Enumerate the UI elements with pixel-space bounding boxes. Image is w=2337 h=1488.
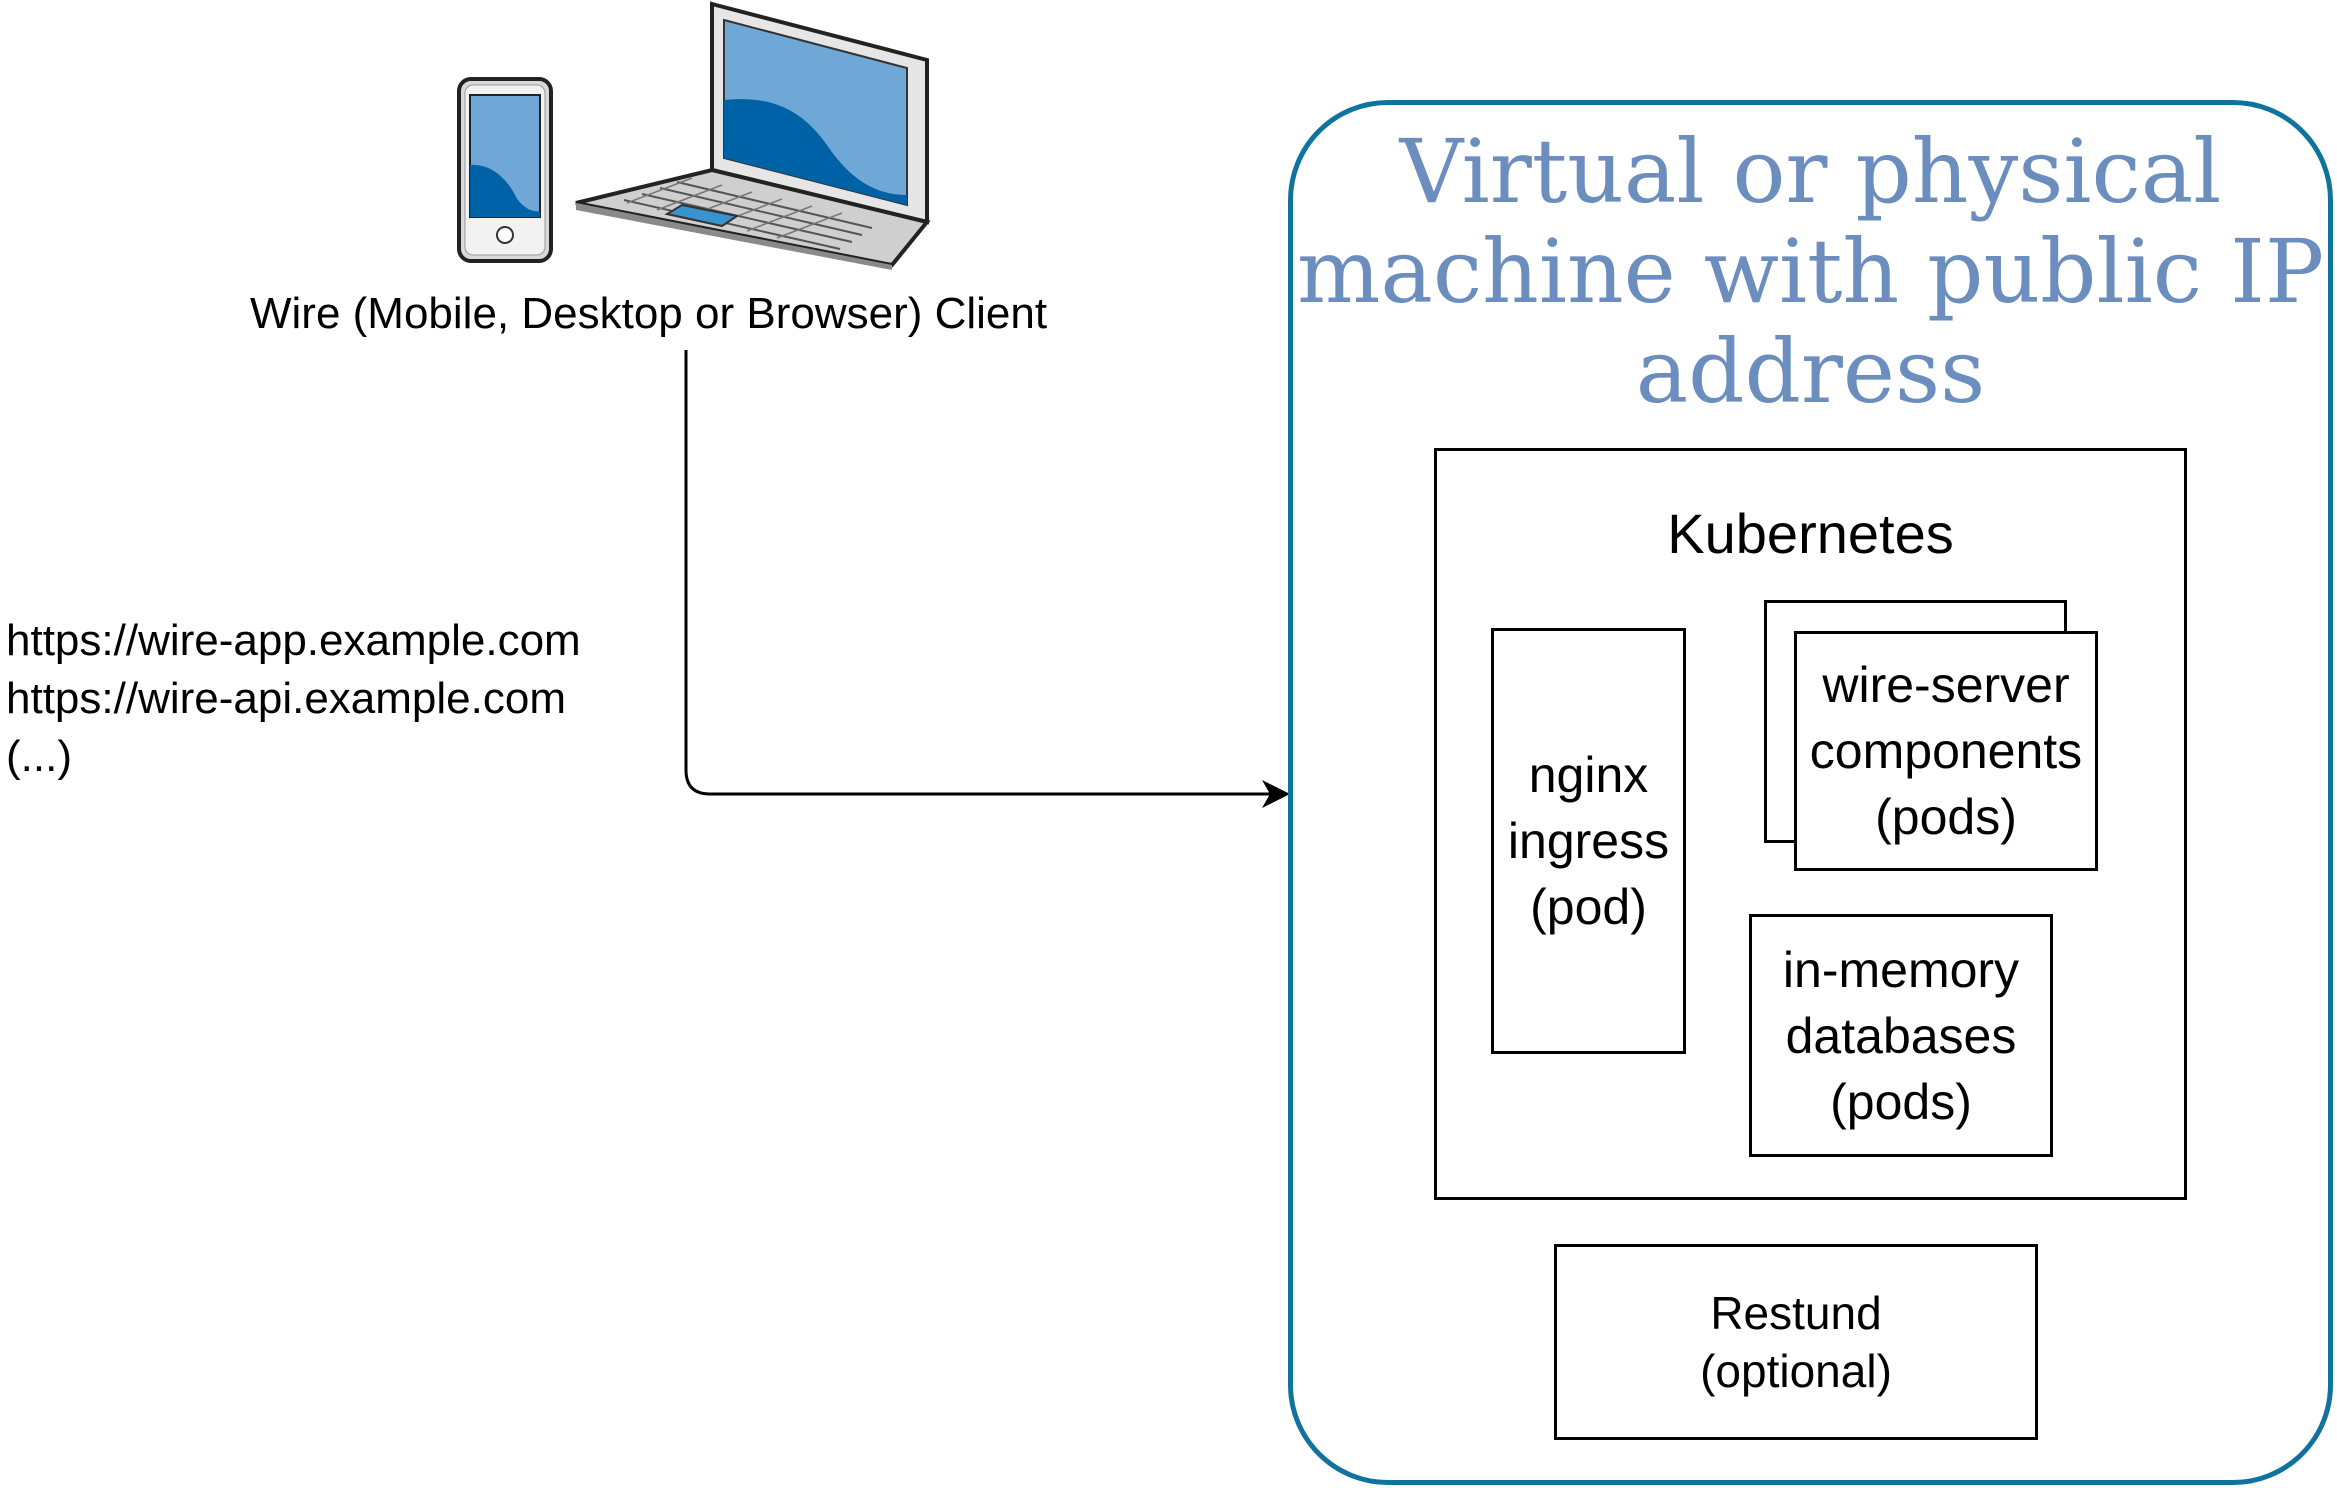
machine-title-line-2: machine with public IP	[1296, 220, 2325, 323]
nginx-line-1: nginx	[1528, 747, 1649, 803]
machine-title: Virtual or physical machine with public …	[1288, 122, 2333, 422]
url-line-app: https://wire-app.example.com	[6, 616, 581, 665]
client-label: Wire (Mobile, Desktop or Browser) Client	[250, 289, 1048, 338]
nginx-line-3: (pod)	[1530, 879, 1647, 935]
machine-title-line-1: Virtual or physical	[1399, 120, 2222, 223]
databases-box: in-memory databases (pods)	[1749, 914, 2053, 1157]
databases-line-1: in-memory	[1782, 941, 2020, 998]
url-line-api: https://wire-api.example.com	[6, 674, 566, 723]
machine-title-line-3: address	[1635, 320, 1986, 423]
machine-frame	[1288, 100, 2333, 1485]
databases-line-3: (pods)	[1830, 1073, 1972, 1130]
url-list: https://wire-app.example.com https://wir…	[6, 612, 581, 786]
kubernetes-title: Kubernetes	[1667, 502, 1954, 565]
wire-server-line-2: components	[1809, 723, 2083, 779]
nginx-ingress-box: nginx ingress (pod)	[1491, 628, 1686, 1054]
laptop-icon	[575, 1, 931, 270]
wire-server-line-1: wire-server	[1822, 657, 2070, 713]
restund-line-2: (optional)	[1700, 1345, 1892, 1397]
nginx-line-2: ingress	[1507, 813, 1670, 869]
databases-line-2: databases	[1785, 1007, 2017, 1064]
restund-line-1: Restund	[1710, 1287, 1882, 1339]
wire-server-box: wire-server components (pods)	[1794, 631, 2098, 871]
url-line-more: (...)	[6, 732, 72, 781]
wire-server-line-3: (pods)	[1875, 789, 2017, 845]
tablet-icon	[457, 77, 553, 263]
restund-box: Restund (optional)	[1554, 1244, 2038, 1440]
